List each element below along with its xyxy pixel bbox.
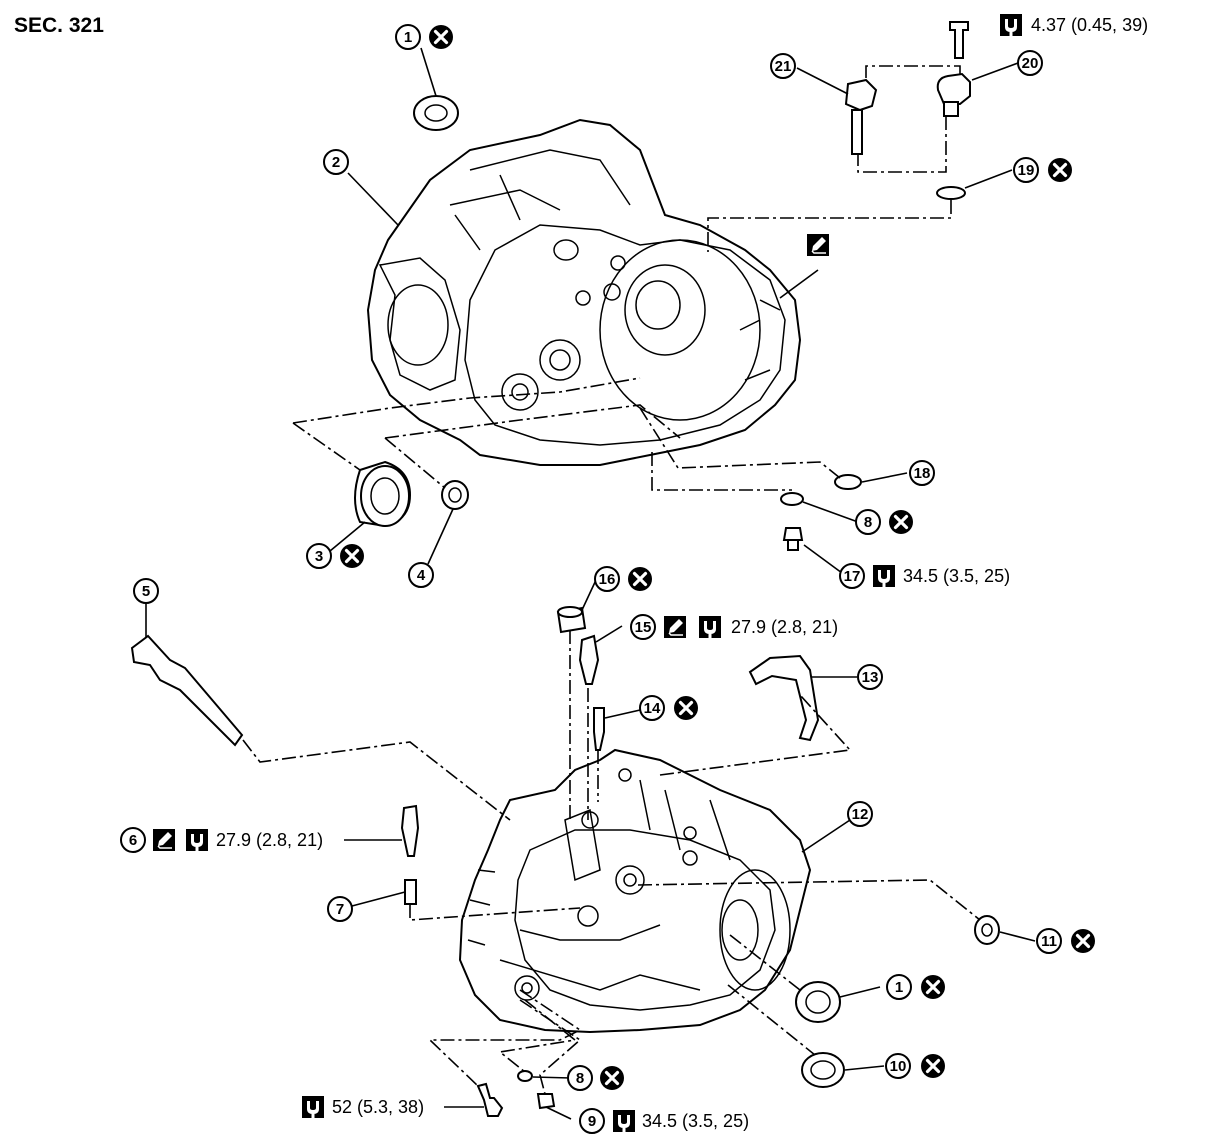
callout-2: 2: [323, 149, 349, 175]
replace-x-icon: [1069, 927, 1097, 955]
replace-x-icon: [887, 508, 915, 536]
bolt-52: [476, 1082, 504, 1117]
callout-12: 12: [847, 801, 873, 827]
svg-text:11: 11: [1041, 933, 1057, 950]
pin-7: [404, 879, 417, 905]
replace-x-icon: [626, 565, 654, 593]
callout-1-upper: 1: [395, 23, 455, 51]
svg-text:52 (5.3, 38): 52 (5.3, 38): [332, 1097, 424, 1117]
plug-9: [536, 1093, 556, 1110]
svg-text:5: 5: [142, 583, 150, 600]
bushing-part: [441, 480, 469, 510]
svg-text:16: 16: [599, 571, 616, 588]
switch-15: [578, 634, 600, 685]
svg-text:27.9 (2.8, 21): 27.9 (2.8, 21): [216, 830, 323, 850]
svg-text:19: 19: [1018, 162, 1035, 179]
gasket-8-upper: [780, 492, 804, 506]
plug-17: [782, 527, 804, 551]
callout-21: 21: [770, 53, 796, 79]
callout-15: 15 27.9 (2.8, 21): [630, 614, 838, 640]
torque-wrench-icon: [699, 616, 721, 638]
oil-seal-upper: [413, 95, 459, 131]
callout-8-lower: 8: [567, 1064, 626, 1092]
svg-text:15: 15: [635, 619, 652, 636]
svg-text:34.5 (3.5, 25): 34.5 (3.5, 25): [642, 1111, 749, 1131]
shift-rail-5: [130, 634, 244, 747]
torque-spec-top: 4.37 (0.45, 39): [1000, 14, 1148, 36]
svg-text:18: 18: [914, 465, 931, 482]
sealant-pencil-icon: [663, 615, 687, 639]
pin-14: [593, 707, 605, 751]
svg-text:9: 9: [588, 1113, 596, 1130]
callout-11: 11: [1036, 927, 1097, 955]
svg-text:12: 12: [852, 806, 869, 823]
callout-13: 13: [857, 664, 883, 690]
torque-wrench-icon: [613, 1110, 635, 1132]
oil-seal-1-lower: [795, 981, 841, 1023]
svg-text:7: 7: [336, 901, 344, 918]
transmission-case: [458, 748, 812, 1034]
callout-10: 10: [885, 1052, 947, 1080]
sealant-pencil-icon: [152, 828, 176, 852]
callout-17: 17 34.5 (3.5, 25): [839, 563, 1010, 589]
torque-wrench-icon: [302, 1096, 324, 1118]
bracket-13: [748, 654, 820, 742]
replace-x-icon: [672, 694, 700, 722]
sealant-pencil-icon: [806, 233, 830, 257]
washer-18: [834, 474, 862, 490]
replace-x-icon: [598, 1064, 626, 1092]
callout-4: 4: [408, 562, 434, 588]
callout-9: 9 34.5 (3.5, 25): [579, 1108, 749, 1134]
section-title: SEC. 321: [14, 14, 104, 37]
svg-text:10: 10: [890, 1058, 907, 1075]
svg-text:3: 3: [315, 548, 323, 565]
callout-7: 7: [327, 896, 353, 922]
oil-seal-10: [801, 1052, 845, 1088]
gasket-8-lower: [517, 1070, 533, 1082]
replace-x-icon: [919, 1052, 947, 1080]
svg-text:4.37 (0.45, 39): 4.37 (0.45, 39): [1031, 15, 1148, 35]
callout-14: 14: [639, 694, 700, 722]
torque-wrench-icon: [873, 565, 895, 587]
replace-x-icon: [427, 23, 455, 51]
callout-1-lower: 1: [886, 973, 947, 1001]
svg-text:2: 2: [332, 154, 340, 171]
replace-x-icon: [919, 973, 947, 1001]
svg-text:1: 1: [404, 29, 412, 46]
oil-seal-11: [974, 915, 1000, 945]
svg-text:20: 20: [1022, 55, 1039, 72]
callout-16: 16: [594, 565, 654, 593]
callout-8-upper: 8: [855, 508, 915, 536]
svg-text:27.9 (2.8, 21): 27.9 (2.8, 21): [731, 617, 838, 637]
svg-text:6: 6: [129, 832, 137, 849]
switch-6: [400, 804, 420, 857]
svg-text:4: 4: [417, 567, 426, 584]
torque-wrench-icon: [186, 829, 208, 851]
callout-6: 6 27.9 (2.8, 21): [120, 827, 323, 853]
replace-x-icon: [1046, 156, 1074, 184]
svg-text:1: 1: [895, 979, 903, 996]
speed-sensor-group: [707, 21, 971, 252]
callout-5: 5: [133, 578, 159, 604]
torque-wrench-icon: [1000, 14, 1022, 36]
svg-text:13: 13: [862, 669, 879, 686]
svg-text:17: 17: [844, 568, 861, 585]
torque-spec-bolt: 52 (5.3, 38): [302, 1096, 424, 1118]
callout-20: 20: [1017, 50, 1043, 76]
bearing-part: [354, 460, 412, 528]
svg-text:34.5 (3.5, 25): 34.5 (3.5, 25): [903, 566, 1010, 586]
svg-text:14: 14: [644, 700, 661, 717]
callout-18: 18: [909, 460, 935, 486]
svg-text:8: 8: [576, 1070, 584, 1087]
callout-3: 3: [306, 542, 366, 570]
callout-19: 19: [1013, 156, 1074, 184]
clutch-housing: [366, 118, 802, 466]
svg-text:21: 21: [775, 58, 792, 75]
replace-x-icon: [338, 542, 366, 570]
svg-text:8: 8: [864, 514, 872, 531]
